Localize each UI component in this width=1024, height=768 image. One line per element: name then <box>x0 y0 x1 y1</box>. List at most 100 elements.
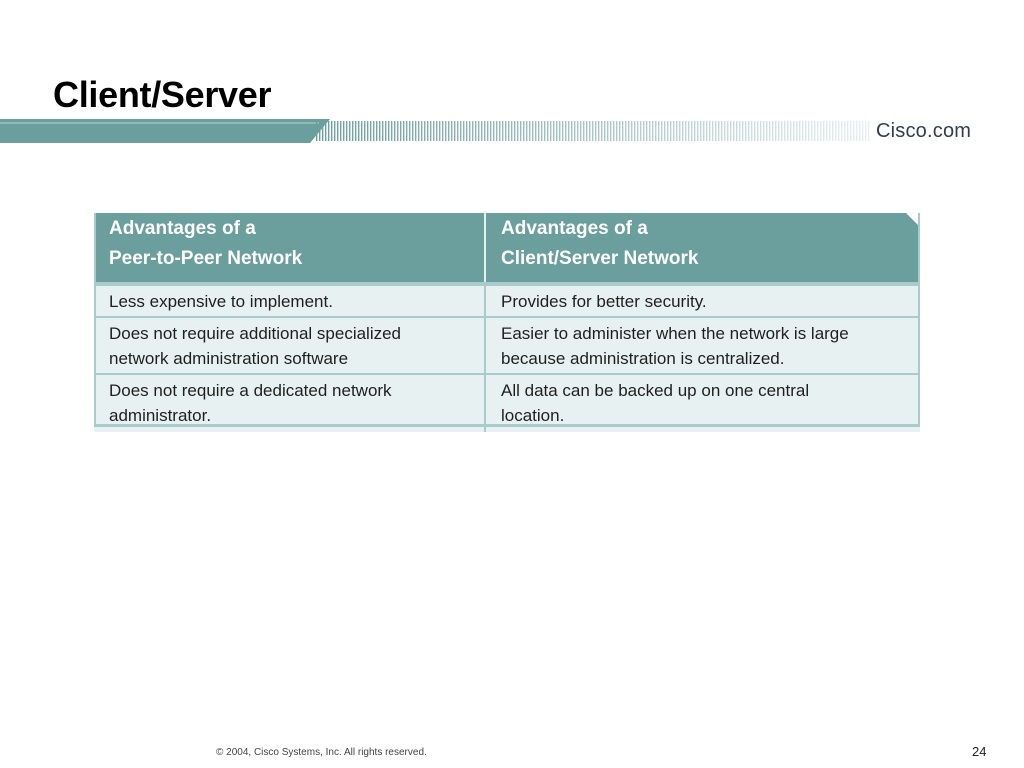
comparison-table: Advantages of a Peer-to-Peer Network Adv… <box>94 213 920 432</box>
band-stripe <box>361 121 363 141</box>
band-stripe <box>829 121 831 141</box>
band-stripe <box>538 121 540 141</box>
band-stripe <box>451 121 453 141</box>
band-stripe <box>616 121 618 141</box>
band-stripe <box>415 121 417 141</box>
cisco-logo: Cisco.com <box>876 120 972 142</box>
band-stripe <box>760 121 762 141</box>
band-stripe <box>442 121 444 141</box>
table-cell: Does not require additional specialized … <box>94 316 486 374</box>
cell-line: network administration software <box>109 349 349 368</box>
band-stripe <box>586 121 588 141</box>
band-stripe <box>334 121 336 141</box>
band-stripe <box>634 121 636 141</box>
band-stripe <box>679 121 681 141</box>
band-stripe <box>427 121 429 141</box>
band-stripe <box>781 121 783 141</box>
band-stripe <box>433 121 435 141</box>
band-stripe <box>469 121 471 141</box>
header-line: Peer-to-Peer Network <box>109 248 303 269</box>
band-stripe <box>697 121 699 141</box>
band-stripe <box>775 121 777 141</box>
header-line: Advantages of a <box>109 218 256 239</box>
band-stripe <box>595 121 597 141</box>
band-stripe <box>571 121 573 141</box>
band-stripe <box>607 121 609 141</box>
header-line: Advantages of a <box>501 218 648 239</box>
band-stripe <box>562 121 564 141</box>
table-row: Less expensive to implement. Provides fo… <box>94 282 920 317</box>
band-stripe <box>763 121 765 141</box>
band-stripe <box>370 121 372 141</box>
band-stripe <box>412 121 414 141</box>
band-stripe <box>508 121 510 141</box>
band-stripe <box>613 121 615 141</box>
band-stripe <box>808 121 810 141</box>
band-stripe <box>703 121 705 141</box>
band-stripe <box>841 121 843 141</box>
band-stripe <box>424 121 426 141</box>
band-stripe <box>463 121 465 141</box>
band-stripe <box>601 121 603 141</box>
band-stripe <box>811 121 813 141</box>
band-stripe <box>409 121 411 141</box>
band-stripe <box>388 121 390 141</box>
band-stripe <box>556 121 558 141</box>
band-stripe <box>847 121 849 141</box>
band-stripe <box>460 121 462 141</box>
band-stripe <box>838 121 840 141</box>
band-stripe <box>319 121 321 141</box>
band-stripe <box>856 121 858 141</box>
band-stripe <box>544 121 546 141</box>
cell-line: Does not require additional specialized <box>109 324 402 343</box>
band-stripe <box>511 121 513 141</box>
band-stripe <box>610 121 612 141</box>
band-stripe <box>325 121 327 141</box>
band-stripe <box>817 121 819 141</box>
band-stripe <box>487 121 489 141</box>
band-stripe <box>547 121 549 141</box>
band-stripe <box>349 121 351 141</box>
band-stripe <box>337 121 339 141</box>
band-stripe <box>799 121 801 141</box>
band-stripe <box>481 121 483 141</box>
band-stripe <box>364 121 366 141</box>
band-stripe <box>868 121 870 141</box>
band-stripe <box>604 121 606 141</box>
band-stripe <box>718 121 720 141</box>
band-stripe <box>454 121 456 141</box>
band-stripe <box>748 121 750 141</box>
band-stripe <box>652 121 654 141</box>
band-stripe <box>403 121 405 141</box>
band-stripe <box>655 121 657 141</box>
band-stripe <box>778 121 780 141</box>
band-stripe <box>751 121 753 141</box>
band-stripe <box>823 121 825 141</box>
band-stripe <box>529 121 531 141</box>
band-stripe <box>589 121 591 141</box>
band-stripe <box>727 121 729 141</box>
cell-line: Easier to administer when the network is… <box>501 324 849 343</box>
band-stripe <box>514 121 516 141</box>
header-client-server: Advantages of a Client/Server Network <box>485 213 920 284</box>
band-stripe <box>787 121 789 141</box>
band-stripe <box>814 121 816 141</box>
band-stripe <box>736 121 738 141</box>
band-stripe <box>505 121 507 141</box>
band-stripe <box>796 121 798 141</box>
band-stripe <box>316 121 318 141</box>
cell-line: administrator. <box>109 406 212 425</box>
band-stripe <box>844 121 846 141</box>
table-row: Does not require additional specialized … <box>94 316 920 374</box>
band-stripe <box>625 121 627 141</box>
band-stripe <box>541 121 543 141</box>
band-stripe <box>754 121 756 141</box>
band-stripe <box>430 121 432 141</box>
band-stripe <box>526 121 528 141</box>
band-stripe <box>466 121 468 141</box>
band-stripe <box>436 121 438 141</box>
table-row: Does not require a dedicated network adm… <box>94 373 920 432</box>
table-cell: Easier to administer when the network is… <box>485 316 920 374</box>
band-stripe <box>502 121 504 141</box>
band-stripe <box>670 121 672 141</box>
